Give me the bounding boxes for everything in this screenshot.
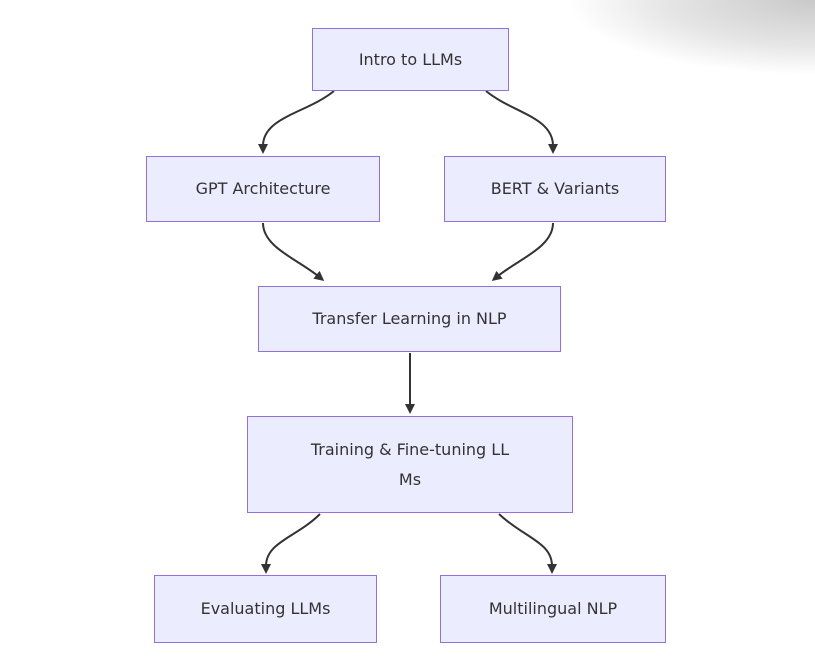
node-label: BERT & Variants <box>490 179 620 199</box>
node-label: Transfer Learning in NLP <box>312 309 507 329</box>
node-label: Multilingual NLP <box>488 599 618 619</box>
node-label-line-1: Training & Fine-tuning LL <box>310 439 510 459</box>
edge-intro-to-gpt <box>258 90 335 154</box>
node-multilingual-nlp: Multilingual NLP <box>440 575 666 643</box>
node-label: Intro to LLMs <box>358 49 463 69</box>
node-label-line-2: Ms <box>398 469 422 489</box>
edge-training-to-multilingual <box>498 513 557 574</box>
node-bert-and-variants: BERT & Variants <box>444 156 666 222</box>
edge-intro-to-bert <box>485 90 558 154</box>
node-evaluating-llms: Evaluating LLMs <box>154 575 377 643</box>
node-label: GPT Architecture <box>195 179 331 199</box>
node-training-and-fine-tuning-llms: Training & Fine-tuning LL Ms <box>247 416 573 513</box>
node-intro-to-llms: Intro to LLMs <box>312 28 509 91</box>
edge-bert-to-transfer <box>491 222 554 282</box>
node-label: Evaluating LLMs <box>200 599 331 619</box>
edge-training-to-evaluating <box>261 513 321 574</box>
node-transfer-learning-in-nlp: Transfer Learning in NLP <box>258 286 561 352</box>
edge-gpt-to-transfer <box>262 222 325 282</box>
node-gpt-architecture: GPT Architecture <box>146 156 380 222</box>
